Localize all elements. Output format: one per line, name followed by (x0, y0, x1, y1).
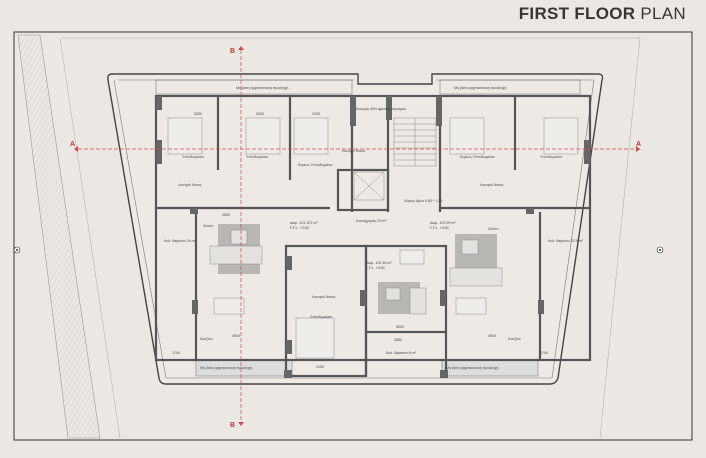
title-bold: FIRST FLOOR (518, 4, 636, 23)
staircase (393, 117, 437, 167)
label-living-right: Σαλόνι (488, 227, 499, 231)
drawing-frame (13, 31, 693, 441)
label-veranda-right: Καλ. Βεράντα 22.5 m² (548, 239, 584, 243)
label-bath-left: Λουτρό/ Ντους (178, 183, 202, 187)
dimension: 1700 (540, 351, 548, 355)
walls (154, 94, 592, 378)
dimension: 2150 (316, 365, 324, 369)
label-ffl-101: F.F.L. +3.60 (290, 226, 309, 230)
dimension: 4900 (232, 334, 240, 338)
road-strip (17, 34, 101, 439)
planter-top-right (439, 79, 581, 95)
north-marker-left (13, 246, 21, 254)
label-bedroom-1: Υπνοδωμάτιο (182, 155, 204, 159)
section-a-left: A (70, 141, 75, 148)
page-title: FIRST FLOOR PLAN (519, 4, 686, 24)
label-living-left: Σαλόνι (203, 224, 214, 228)
planter-top (155, 79, 353, 95)
dimension: 1700 (172, 351, 180, 355)
north-marker-right (656, 246, 664, 254)
dimension: 3150 (312, 112, 320, 116)
label-master-bedroom: Κυρίως Υπνοδωμάτιο (298, 163, 333, 167)
label-bedroom-right-1: Κυρίως Υπνοδωμάτιο (460, 155, 495, 159)
elevator (353, 171, 385, 201)
label-shaft: Άνοιγμα 40% φρεάτιο αερισμού (356, 107, 406, 111)
dimension: 3200 (194, 112, 202, 116)
label-veranda-left: Καλ. Βεράντα 24 m² (164, 239, 197, 243)
section-b-top: B (230, 48, 235, 55)
label-ffl-103: F.F.L. +3.60 (430, 226, 449, 230)
label-apt-102: Διαμ. 102 48 m² (366, 261, 392, 265)
section-b-bottom: B (230, 422, 235, 429)
label-bath-right: Λουτρό/ Ντους (480, 183, 504, 187)
dimension: 4900 (488, 334, 496, 338)
label-bedroom-right-2: Υπνοδωμάτιο (540, 155, 562, 159)
label-disabled-space: Χώρος Αμεα 0.80 * 1.40 (404, 199, 442, 203)
section-a-right: A (636, 141, 641, 148)
columns (156, 96, 590, 378)
label-kitchen-left: Κουζίνα (200, 337, 213, 341)
label-kitchen-right: Κουζίνα (508, 337, 521, 341)
label-veranda-mid: Καλ. Βεράντα 8 m² (386, 351, 417, 355)
dimension: 2500 (222, 213, 230, 217)
label-bedroom-2: Υπνοδωμάτιο (246, 155, 268, 159)
label-apt-101: Διαμ. 101 107 m² (290, 221, 318, 225)
label-common: Κοινόχρηστα 20 m² (356, 219, 387, 223)
label-wc: Λουτρό/ Ντους (342, 149, 366, 153)
dimension: 3650 (394, 338, 402, 342)
section-lines (78, 50, 640, 422)
title-light: PLAN (640, 4, 686, 23)
label-planter-bottom-right: Μη βατή αρχιτεκτονική προεξοχή (446, 366, 498, 370)
label-ffl-102: F.F.L. +3.60 (366, 266, 385, 270)
dimension: 6000 (396, 325, 404, 329)
furniture (167, 117, 579, 359)
label-planter-top-right: Μη βατή αρχιτεκτονική προεξοχή (454, 86, 506, 90)
living-furniture (209, 224, 503, 315)
label-planter-top: Μη βατή αρχιτεκτονική προεξοχή (236, 86, 288, 90)
label-planter-bottom-left: Μη βατή αρχιτεκτονική προεξοχή (200, 366, 252, 370)
dimension: 3200 (256, 112, 264, 116)
label-bath-mid: Λουτρό/ Ντους (312, 295, 336, 299)
label-apt-103: Διαμ. 103 99 m² (430, 221, 456, 225)
label-bedroom-mid: Υπνοδωμάτιο (310, 315, 332, 319)
